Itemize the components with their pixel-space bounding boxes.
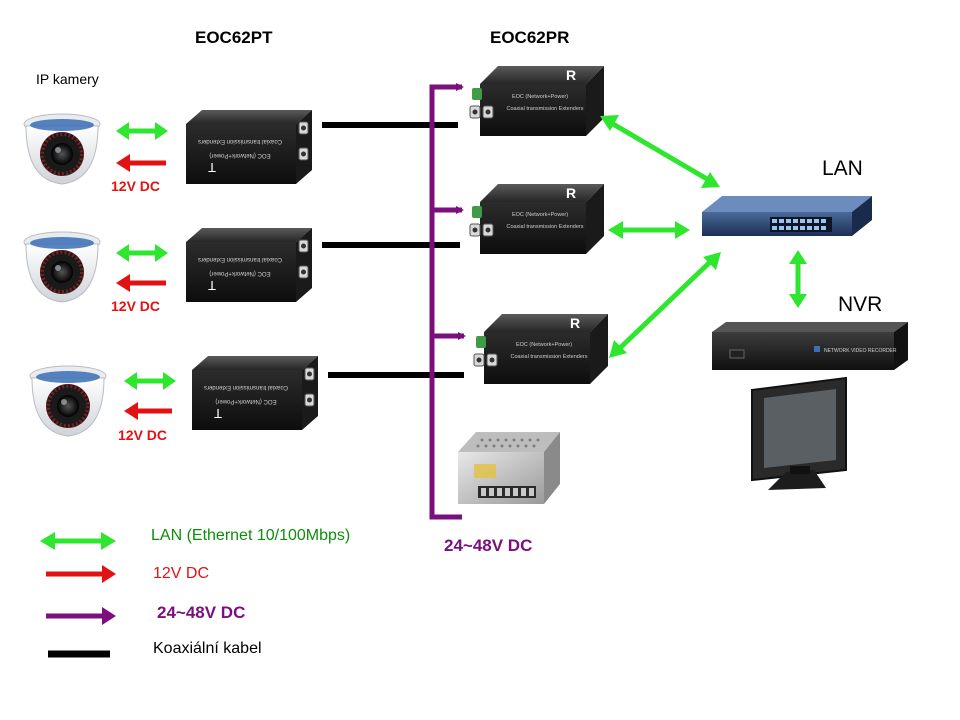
ip-camera-2 <box>22 230 102 304</box>
legend-48v-symbol <box>46 607 116 625</box>
nvr-label: NVR <box>838 293 883 316</box>
legend-12v-symbol <box>46 565 116 583</box>
transmitter-1-text-1: Coaxial transmission Extenders <box>198 138 282 144</box>
camera-3-lan-arrow <box>124 372 176 390</box>
receiver-1-text-2: Coaxial transmission Extenders <box>506 106 583 112</box>
transmitter-1-text-2: EOC (Network+Power) <box>209 152 270 158</box>
transmitter-3-text-2: EOC (Network+Power) <box>215 398 276 404</box>
receiver-2-mark: R <box>566 185 576 201</box>
transmitter-unit-3: Coaxial transmission Extenders EOC (Netw… <box>191 355 319 431</box>
receiver-header: EOC62PR <box>490 28 570 47</box>
camera-1-power-arrow <box>116 154 166 172</box>
legend-12v-label: 12V DC <box>153 565 210 582</box>
ip-camera-3 <box>28 364 108 438</box>
receiver-unit-3: R EOC (Network+Power) Coaxial transmissi… <box>473 313 609 385</box>
legend-lan-label: LAN (Ethernet 10/100Mbps) <box>151 527 351 544</box>
cameras-label: IP kamery <box>36 71 99 87</box>
switch-nvr-lan-arrow <box>789 250 807 308</box>
nvr-front-text: NETWORK VIDEO RECORDER <box>824 348 897 354</box>
ip-camera-1 <box>22 112 102 186</box>
receiver-unit-2: R EOC (Network+Power) Coaxial transmissi… <box>469 183 605 255</box>
legend-coax-label: Koaxiální kabel <box>153 640 262 657</box>
receiver-1-mark: R <box>566 67 576 83</box>
transmitter-unit-2: Coaxial transmission Extenders EOC (Netw… <box>185 227 313 303</box>
receiver-3-mark: R <box>570 315 580 331</box>
transmitter-3-mark: T <box>214 406 222 421</box>
receiver-3-lan-arrow <box>609 252 721 358</box>
transmitter-2-mark: T <box>208 278 216 293</box>
psu-voltage-label: 24~48V DC <box>444 536 533 555</box>
receiver-2-text-2: Coaxial transmission Extenders <box>506 224 583 230</box>
receiver-3-text-2: Coaxial transmission Extenders <box>510 354 587 360</box>
receiver-2-lan-arrow <box>608 221 690 239</box>
receiver-unit-1: R EOC (Network+Power) Coaxial transmissi… <box>469 65 605 137</box>
network-switch <box>702 196 872 236</box>
camera-2-lan-arrow <box>116 244 168 262</box>
camera-2-power-arrow <box>116 274 166 292</box>
transmitter-unit-1: Coaxial transmission Extenders EOC (Netw… <box>185 109 313 185</box>
camera-1-lan-arrow <box>116 122 168 140</box>
legend-48v-label: 24~48V DC <box>157 603 246 622</box>
power-bus <box>429 83 466 520</box>
camera-2-power-label: 12V DC <box>111 298 161 314</box>
receiver-2-text-1: EOC (Network+Power) <box>512 212 568 218</box>
camera-3-power-label: 12V DC <box>118 427 168 443</box>
receiver-3-text-1: EOC (Network+Power) <box>516 342 572 348</box>
nvr-recorder: NETWORK VIDEO RECORDER <box>712 322 908 370</box>
camera-3-power-arrow <box>124 402 172 420</box>
transmitter-1-mark: T <box>208 160 216 175</box>
transmitter-2-text-2: EOC (Network+Power) <box>209 270 270 276</box>
transmitter-3-text-1: Coaxial transmission Extenders <box>204 384 288 390</box>
legend-lan-symbol <box>40 532 116 550</box>
transmitter-2-text-1: Coaxial transmission Extenders <box>198 256 282 262</box>
lan-label: LAN <box>822 157 863 180</box>
transmitter-header: EOC62PT <box>195 28 273 47</box>
monitor <box>751 376 847 490</box>
camera-1-power-label: 12V DC <box>111 178 161 194</box>
power-supply <box>458 432 560 504</box>
receiver-1-lan-arrow <box>600 115 720 188</box>
receiver-1-text-1: EOC (Network+Power) <box>512 94 568 100</box>
